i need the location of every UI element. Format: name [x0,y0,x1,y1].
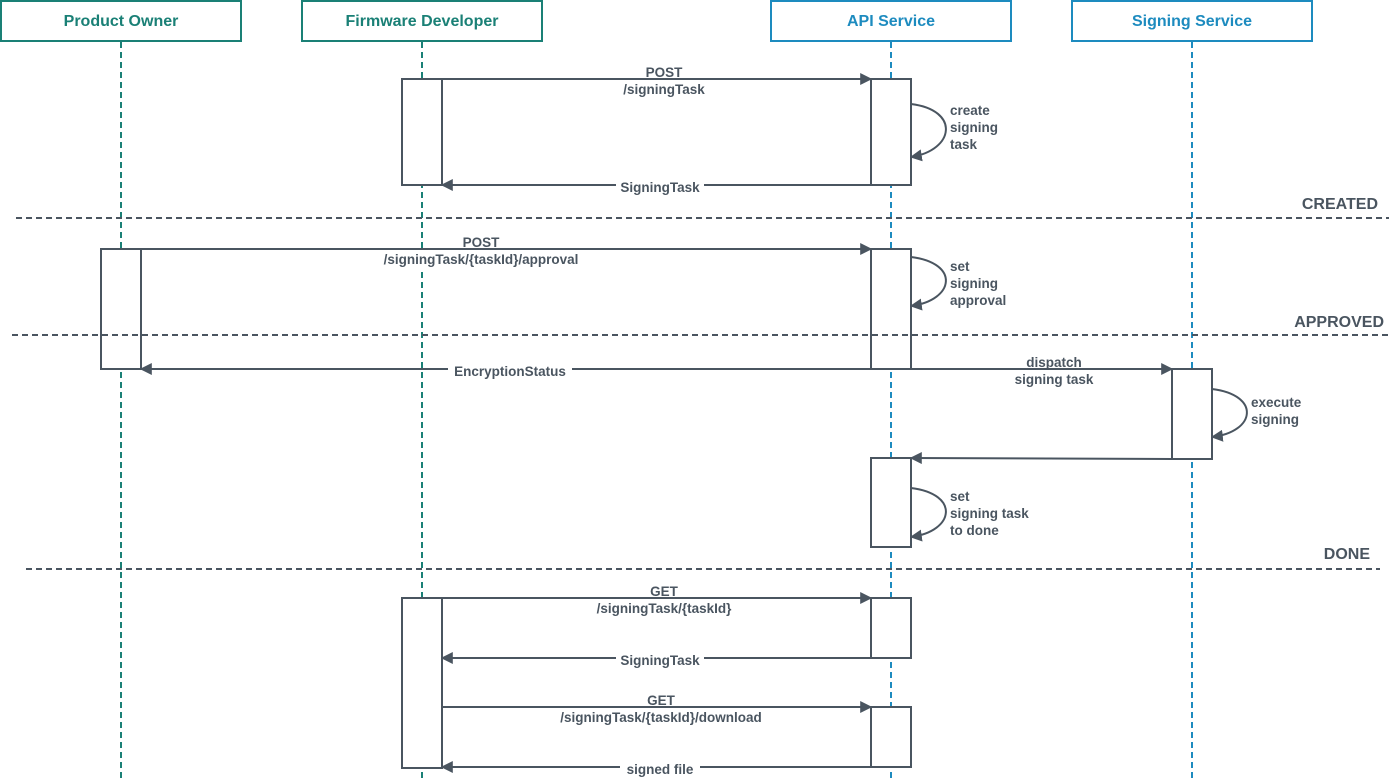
message-get-download: GET /signingTask/{taskId}/download [442,693,873,726]
message-set-signing-task-done: set signing task to done [909,487,1029,542]
label-background [612,82,716,98]
actor-name: Signing Service [1132,13,1252,30]
message-label: signing task [950,506,1029,521]
phase-label: APPROVED [1294,314,1384,331]
message-label: signing [1251,412,1299,427]
phase-approved: APPROVED [12,314,1389,336]
activation-bar [401,78,443,186]
label-background [448,363,572,378]
actor-product-owner: Product Owner [0,0,242,42]
message-label: GET [650,584,679,599]
message-label: signed file [627,762,694,777]
activation-bar [870,248,912,370]
message-label: /signingTask [623,82,705,97]
phase-created: CREATED [16,196,1389,219]
actor-box [1071,0,1313,42]
message-label: set [950,259,970,274]
label-background [374,252,588,268]
self-call-arrow [909,103,947,162]
message-label: GET [647,693,676,708]
message-label: POST [463,235,501,250]
message-post-signing-task: POST /signingTask [442,65,873,98]
message-label: task [950,137,978,152]
message-label: EncryptionStatus [454,364,566,379]
message-dispatch-signing-task: dispatch signing task [911,355,1174,388]
activation-bar [870,78,912,186]
message-arrow [909,452,1173,465]
lifelines [120,42,1193,782]
label-background [1008,372,1102,388]
message-execute-signing: execute signing [1210,388,1302,442]
message-label: SigningTask [620,180,700,195]
actor-box [301,0,543,42]
message-label: approval [950,293,1006,308]
message-label: execute [1251,395,1302,410]
message-signing-task-response: SigningTask [440,179,871,195]
message-label: POST [646,65,684,80]
actor-name: Firmware Developer [346,13,499,30]
self-call-arrow [909,487,947,542]
self-call-arrow [909,256,947,311]
message-label: /signingTask/{taskId} [597,601,733,616]
actor-api-service: API Service [770,0,1012,42]
message-label: signing [950,120,998,135]
activation-bar [870,706,912,768]
actor-box [770,0,1012,42]
label-background [590,601,738,617]
activation-bar [100,248,142,370]
phase-label: DONE [1324,546,1371,563]
message-signed-file: signed file [440,761,871,777]
activation-bar [401,597,443,769]
label-background [616,179,704,194]
actor-box [0,0,242,42]
message-label: to done [950,523,999,538]
message-encryption-status: EncryptionStatus [139,363,871,379]
message-label: signing task [1015,372,1094,387]
message-set-signing-approval: set signing approval [909,256,1006,311]
message-label: signing [950,276,998,291]
self-call-arrow [1210,388,1248,442]
message-get-signing-task: GET /signingTask/{taskId} [442,584,873,617]
label-background [552,710,772,726]
activation-bar [1171,368,1213,460]
actor-name: Product Owner [64,13,179,30]
phase-done: DONE [26,546,1380,570]
message-label: /signingTask/{taskId}/approval [384,252,579,267]
message-post-approval: POST /signingTask/{taskId}/approval [141,235,873,268]
message-signing-result [909,452,1173,465]
message-label: create [950,103,990,118]
actor-firmware-developer: Firmware Developer [301,0,543,42]
phase-label: CREATED [1302,196,1378,213]
activation-bar [870,457,912,548]
message-label: set [950,489,970,504]
message-create-signing-task: create signing task [909,103,998,162]
actor-signing-service: Signing Service [1071,0,1313,42]
message-label: SigningTask [620,653,700,668]
message-label: dispatch [1026,355,1082,370]
label-background [620,761,700,776]
actor-name: API Service [847,13,935,30]
activation-bar [870,597,912,659]
message-label: /signingTask/{taskId}/download [560,710,762,725]
message-signing-task-response-2: SigningTask [440,652,871,668]
activations [100,78,1213,769]
label-background [616,652,704,667]
